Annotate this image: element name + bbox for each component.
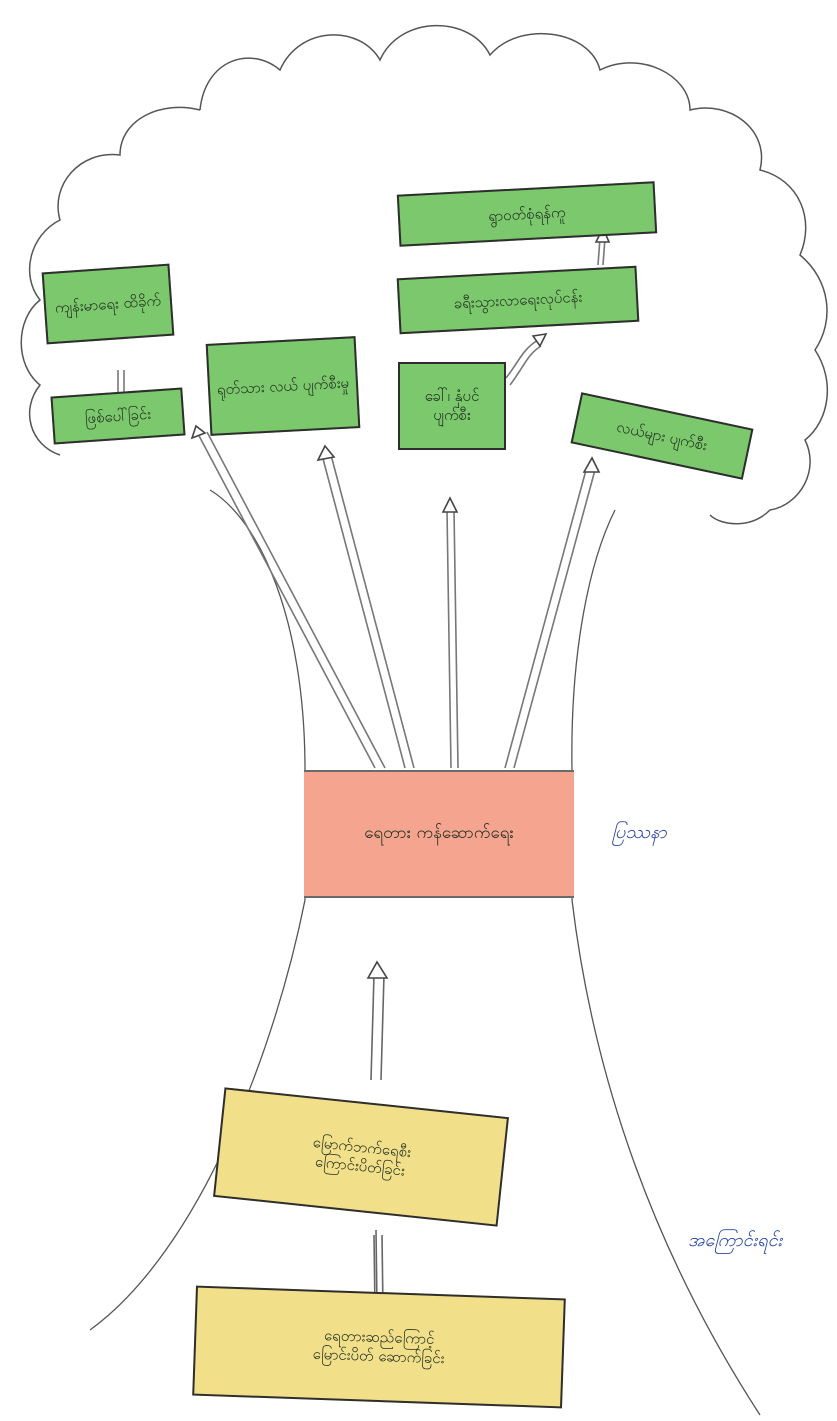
effect-box-health: ကျန်းမာရေး ထိခိုက် (41, 263, 175, 345)
problem-box: ရေတား ကန်ဆောက်ရေး (304, 770, 574, 898)
effect-box-crop-damage: ခေါ်၊ နှံပင် ပျက်စီး (398, 362, 506, 450)
trunk-right-line (571, 509, 761, 1416)
effect-arrows (117, 226, 611, 769)
effect-box-field-damage: ရုတ်သား လယ် ပျက်စီးမှု (205, 336, 361, 436)
problem-label: ပြဿနာ (612, 822, 667, 843)
effect-box-occurrence: ဖြစ်ပေါ်ခြင်း (50, 387, 186, 445)
cause-box-lower: ရေတားဆည်ကြောင့် မြောင်းပိတ် ဆောက်ခြင်း (192, 1285, 566, 1409)
canopy-cloud (20, 24, 828, 525)
trunk-left-line (89, 489, 306, 1331)
cause-label: အကြောင်းရင်း (688, 1230, 783, 1251)
